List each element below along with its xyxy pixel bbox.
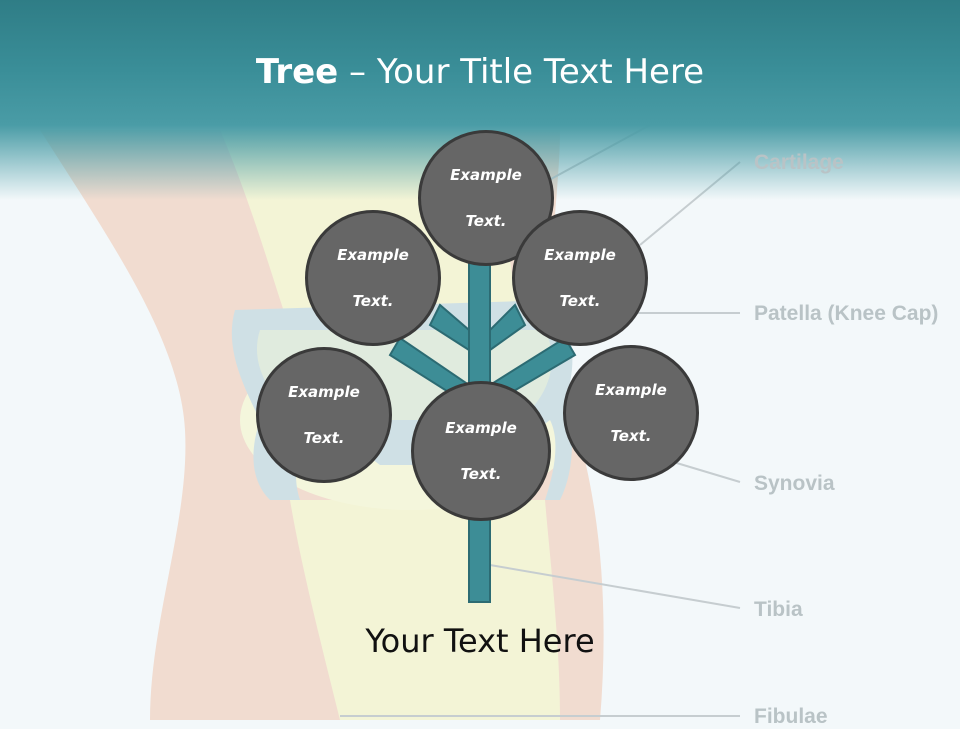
label-synovia: Synovia [754,472,835,495]
node-line2: Text. [610,426,652,445]
node-line2: Text. [460,464,502,483]
node-line2: Text. [465,211,507,230]
title-bold: Tree [255,52,339,92]
title-rest: – Your Title Text Here [338,52,705,92]
tibia-bone-shape [290,500,560,720]
branch-upper-right [489,303,527,352]
node-line1: Example [288,382,360,401]
node-line2: Text. [559,291,601,310]
node-line2: Text. [352,291,394,310]
label-tibia: Tibia [754,598,803,621]
node-line1: Example [544,245,616,264]
label-cartilage: Cartilage [754,151,844,174]
branch-upper-left [428,303,470,352]
node-line1: Example [450,165,522,184]
node-line2: Text. [303,428,345,447]
node-line1: Example [445,418,517,437]
tree-caption: Your Text Here [365,622,595,660]
label-patella: Patella (Knee Cap) [754,302,939,325]
pointer-line-tibia [489,564,741,609]
slide-title: Tree – Your Title Text Here [0,52,960,92]
node-line1: Example [595,380,667,399]
node-line1: Example [337,245,409,264]
